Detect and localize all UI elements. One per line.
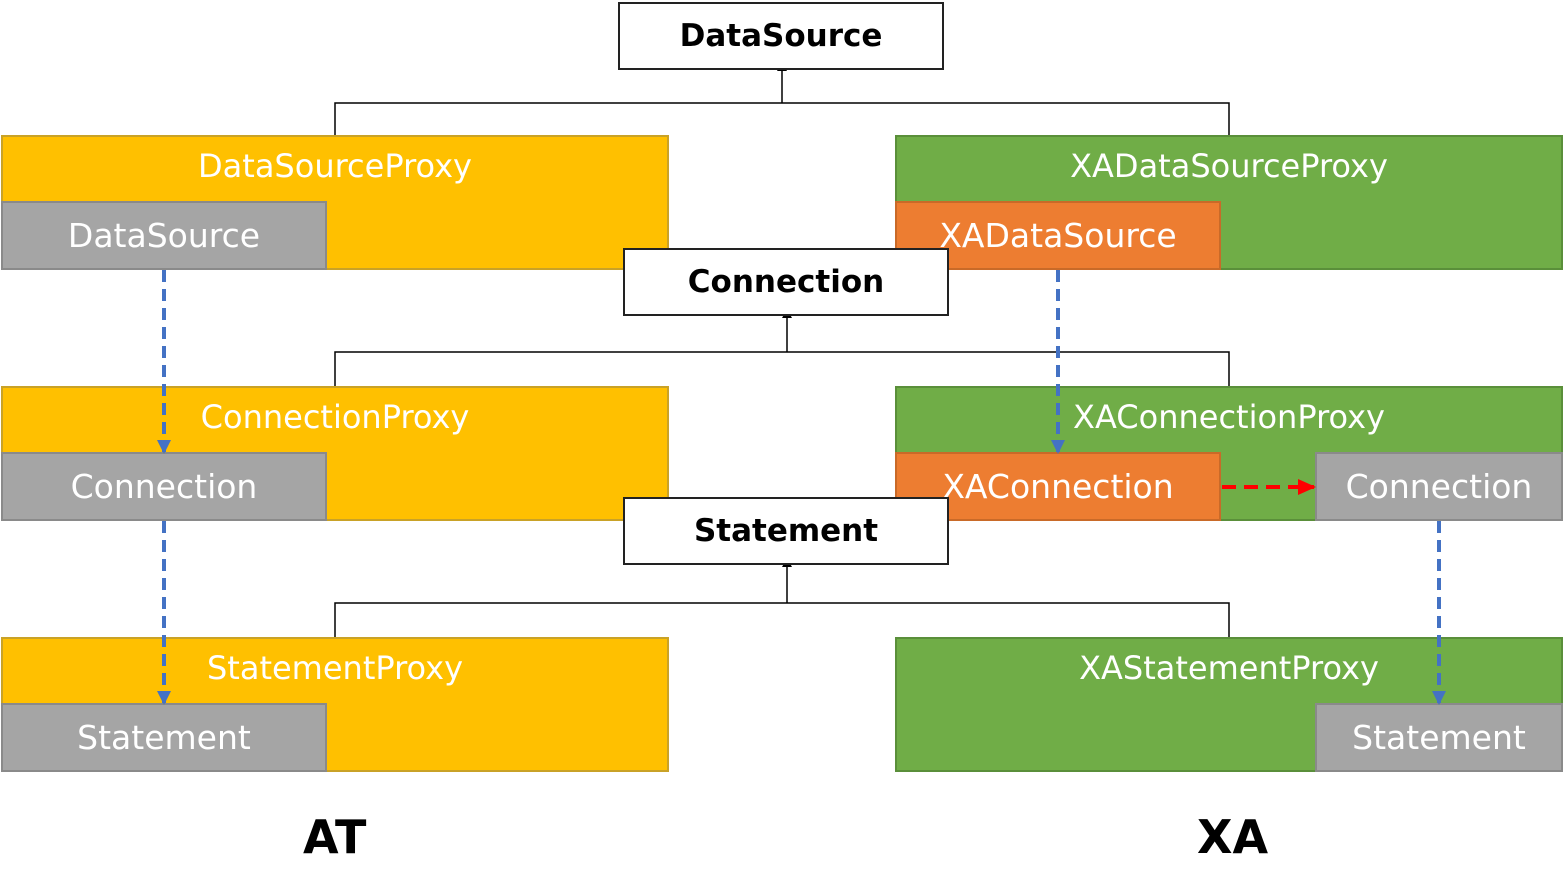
xa-statement-inner-box: Statement <box>1315 703 1563 772</box>
xa-datasource-proxy-title: XADataSourceProxy <box>1070 147 1388 185</box>
at-column-label: AT <box>303 810 367 864</box>
at-datasource-inner-label: DataSource <box>67 216 261 255</box>
at-statement-inner-box: Statement <box>1 703 327 772</box>
datasource-interface-label: DataSource <box>679 18 883 54</box>
connection-inheritance-line <box>334 351 1230 386</box>
xa-datasource-inner-box: XADataSource <box>895 201 1221 270</box>
datasource-inheritance-line <box>334 102 1230 135</box>
statement-inheritance-line <box>334 602 1230 637</box>
at-datasource-proxy-title: DataSourceProxy <box>198 147 472 185</box>
xa-connection-wrapped-label: Connection <box>1345 467 1533 506</box>
statement-interface-label: Statement <box>693 513 879 549</box>
at-connection-inner-box: Connection <box>1 452 327 521</box>
connection-interface-label: Connection <box>687 264 885 300</box>
connection-interface-box: Connection <box>623 248 949 316</box>
xa-connection-inner-box: XAConnection <box>895 452 1221 521</box>
xa-statement-inner-label: Statement <box>1352 718 1526 757</box>
at-datasource-inner-box: DataSource <box>1 201 327 270</box>
at-connection-proxy-title: ConnectionProxy <box>200 398 470 436</box>
xa-connection-proxy-title: XAConnectionProxy <box>1073 398 1385 436</box>
xa-datasource-inner-label: XADataSource <box>939 216 1177 255</box>
at-statement-proxy-title: StatementProxy <box>206 649 464 687</box>
statement-interface-box: Statement <box>623 497 949 565</box>
datasource-interface-box: DataSource <box>618 2 944 70</box>
xa-statement-proxy-title: XAStatementProxy <box>1079 649 1379 687</box>
at-connection-inner-label: Connection <box>70 467 258 506</box>
xa-connection-wrapped-box: Connection <box>1315 452 1563 521</box>
xa-column-label: XA <box>1197 810 1269 864</box>
xa-connection-inner-label: XAConnection <box>942 467 1174 506</box>
at-statement-inner-label: Statement <box>77 718 251 757</box>
